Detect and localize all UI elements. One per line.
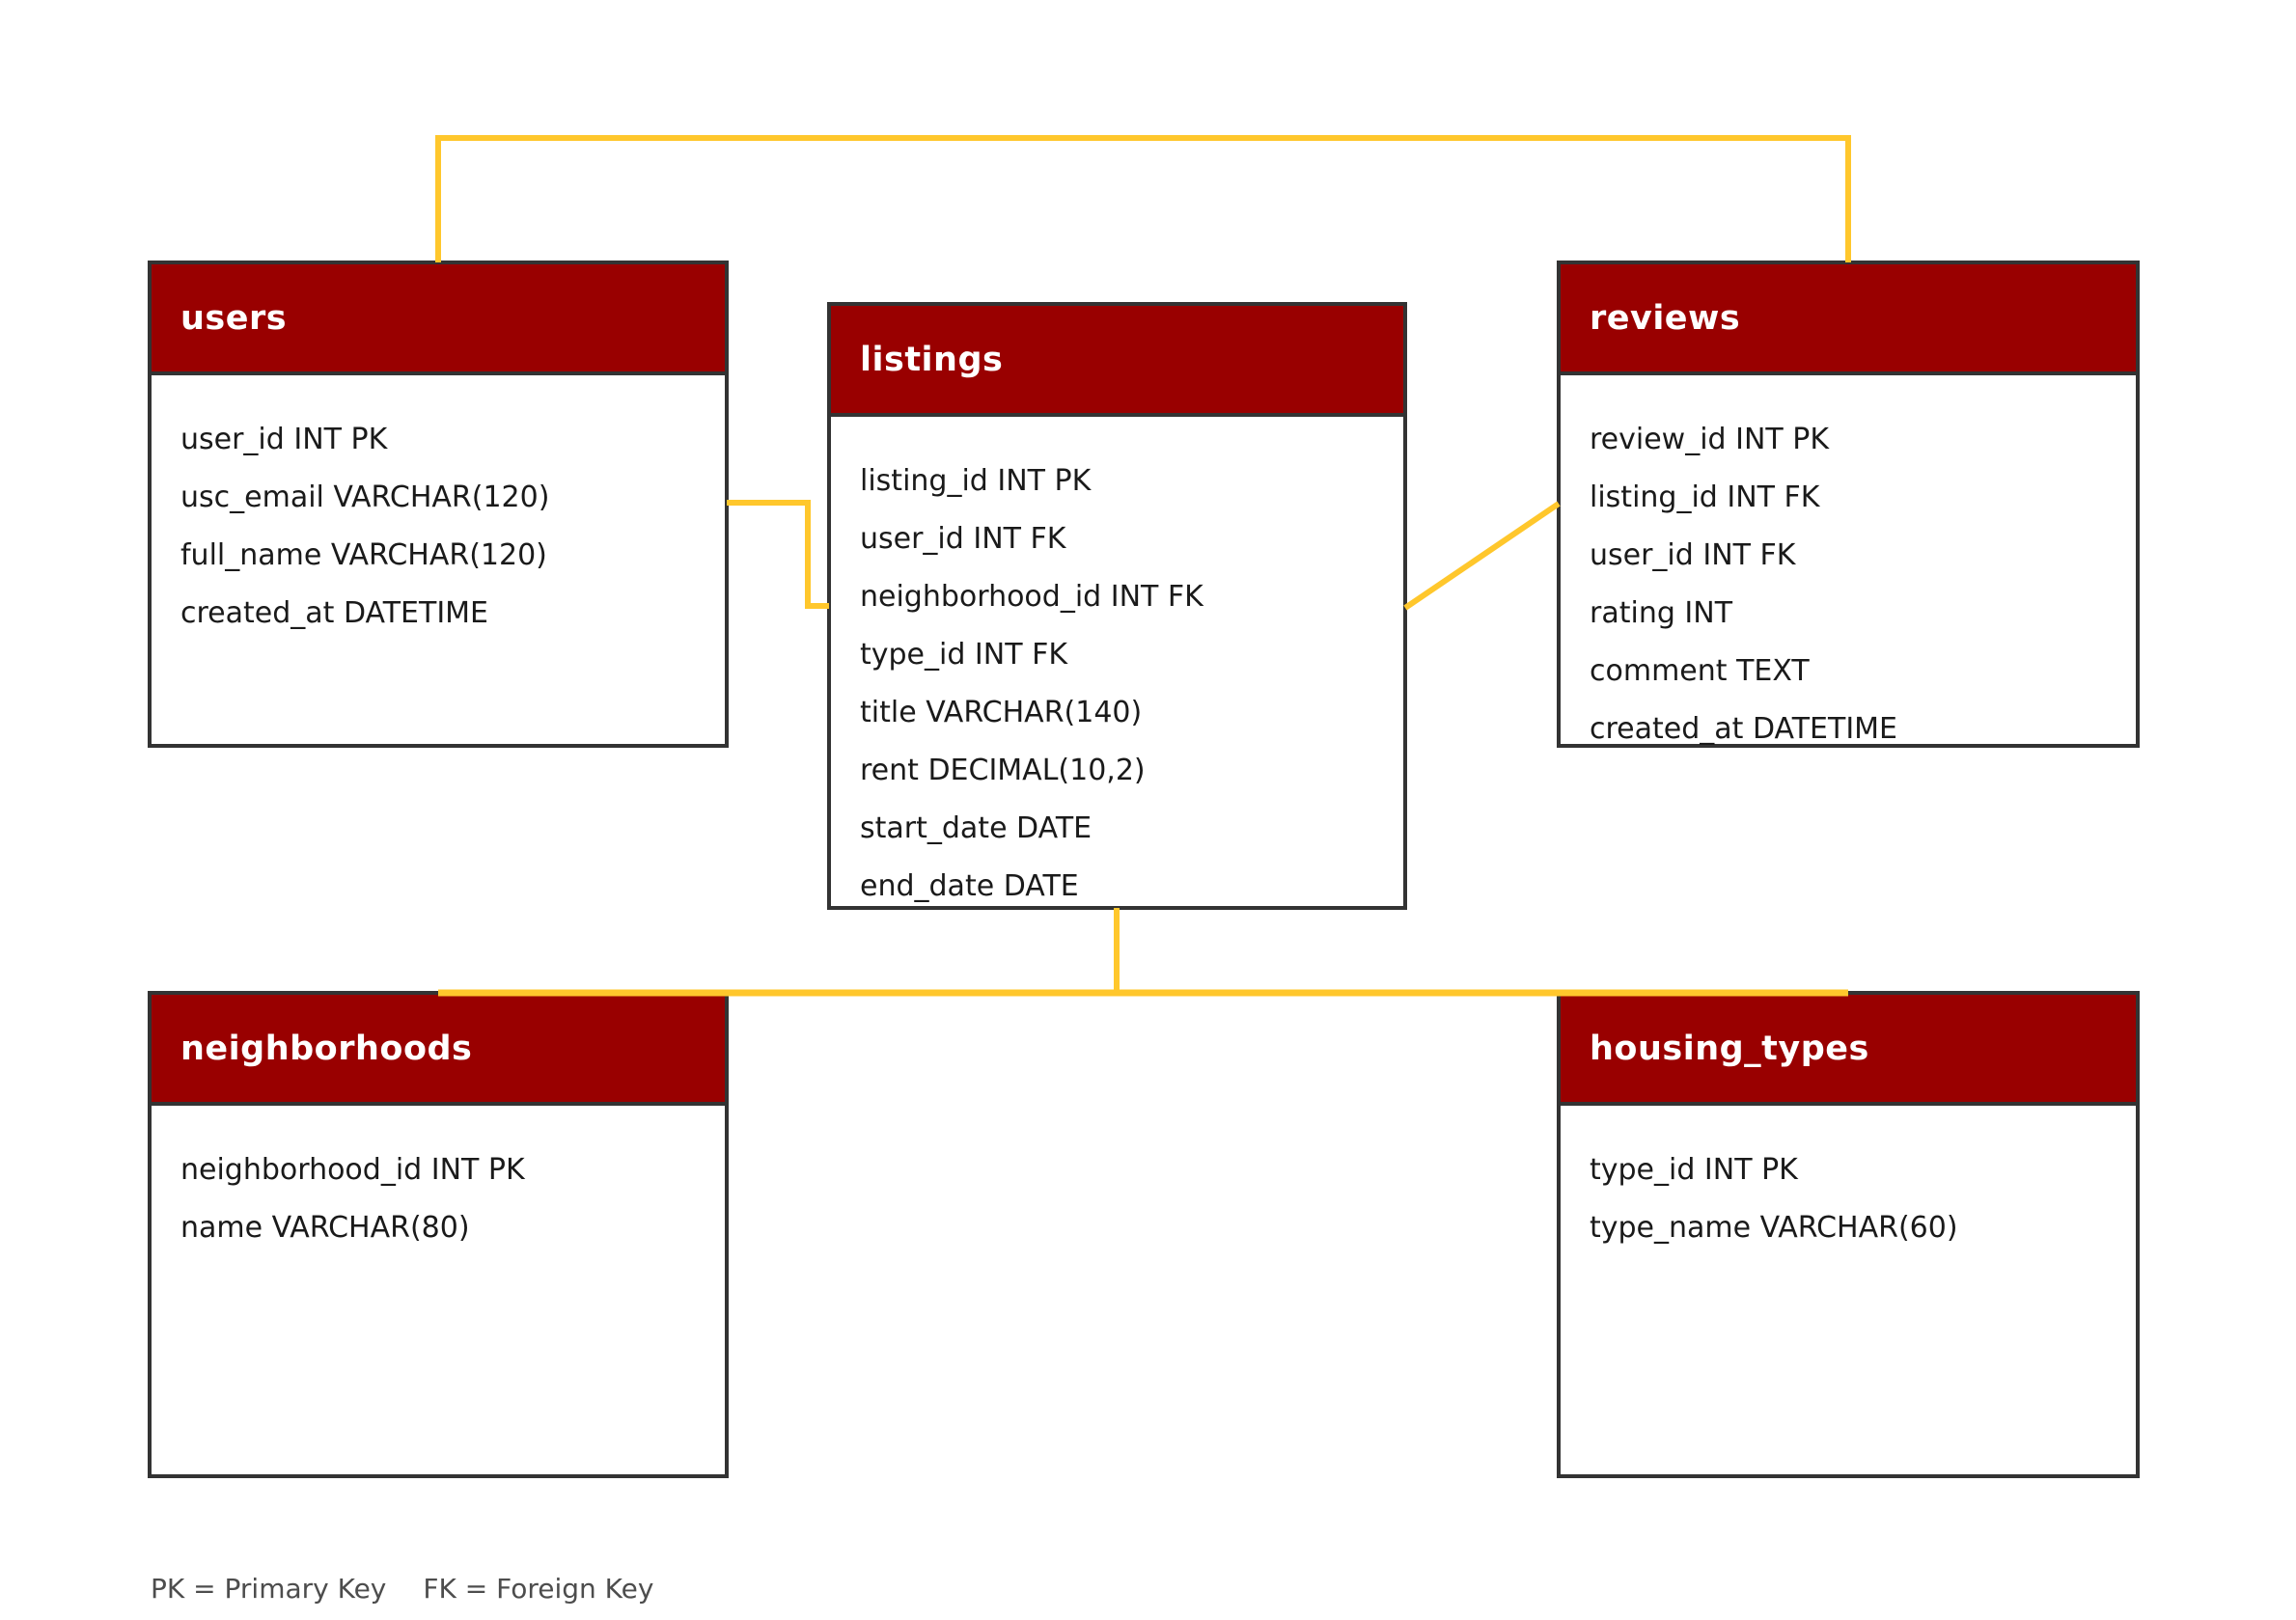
table-neighborhoods-header: neighborhoods (152, 995, 725, 1106)
field-user-id: user_id INT FK (1590, 537, 1796, 572)
table-users-title: users (180, 298, 288, 338)
table-reviews-title: reviews (1590, 298, 1741, 338)
field-type-id: type_id INT PK (1590, 1152, 1798, 1187)
table-users: users user_id INT PK usc_email VARCHAR(1… (148, 261, 729, 748)
table-reviews: reviews review_id INT PK listing_id INT … (1557, 261, 2140, 748)
table-neighborhoods-title: neighborhoods (180, 1029, 473, 1068)
field-full-name: full_name VARCHAR(120) (180, 537, 547, 572)
legend-fk: FK = Foreign Key (423, 1573, 654, 1605)
field-title: title VARCHAR(140) (860, 695, 1143, 729)
table-housing-types-fields: type_id INT PK type_name VARCHAR(60) (1561, 1106, 2136, 1256)
field-end-date: end_date DATE (860, 868, 1079, 903)
field-type-id: type_id INT FK (860, 637, 1068, 672)
table-reviews-fields: review_id INT PK listing_id INT FK user_… (1561, 375, 2136, 757)
table-listings-fields: listing_id INT PK user_id INT FK neighbo… (831, 417, 1403, 915)
table-housing-types-title: housing_types (1590, 1029, 1869, 1068)
field-listing-id: listing_id INT PK (860, 463, 1092, 498)
table-neighborhoods: neighborhoods neighborhood_id INT PK nam… (148, 991, 729, 1478)
field-listing-id: listing_id INT FK (1590, 480, 1820, 514)
field-comment: comment TEXT (1590, 653, 1810, 688)
table-listings-header: listings (831, 306, 1403, 417)
legend: PK = Primary Key FK = Foreign Key (151, 1573, 653, 1605)
connector-users-reviews (435, 135, 1851, 262)
field-rating: rating INT (1590, 595, 1733, 630)
field-neighborhood-id: neighborhood_id INT PK (180, 1152, 525, 1187)
field-usc-email: usc_email VARCHAR(120) (180, 480, 550, 514)
connector-users-listings (727, 500, 829, 609)
field-review-id: review_id INT PK (1590, 422, 1830, 456)
field-user-id: user_id INT PK (180, 422, 388, 456)
table-reviews-header: reviews (1561, 264, 2136, 375)
field-created-at: created_at DATETIME (180, 595, 489, 630)
table-housing-types-header: housing_types (1561, 995, 2136, 1106)
field-user-id: user_id INT FK (860, 521, 1066, 556)
field-start-date: start_date DATE (860, 810, 1093, 845)
table-listings: listings listing_id INT PK user_id INT F… (827, 302, 1407, 910)
legend-pk: PK = Primary Key (151, 1573, 387, 1605)
field-created-at: created_at DATETIME (1590, 711, 1898, 746)
table-neighborhoods-fields: neighborhood_id INT PK name VARCHAR(80) (152, 1106, 725, 1256)
field-name: name VARCHAR(80) (180, 1210, 470, 1245)
field-type-name: type_name VARCHAR(60) (1590, 1210, 1958, 1245)
field-rent: rent DECIMAL(10,2) (860, 753, 1146, 787)
connector-listings-reviews (1403, 501, 1561, 611)
field-neighborhood-id: neighborhood_id INT FK (860, 579, 1203, 614)
table-users-fields: user_id INT PK usc_email VARCHAR(120) fu… (152, 375, 725, 642)
table-listings-title: listings (860, 340, 1004, 379)
table-housing-types: housing_types type_id INT PK type_name V… (1557, 991, 2140, 1478)
table-users-header: users (152, 264, 725, 375)
